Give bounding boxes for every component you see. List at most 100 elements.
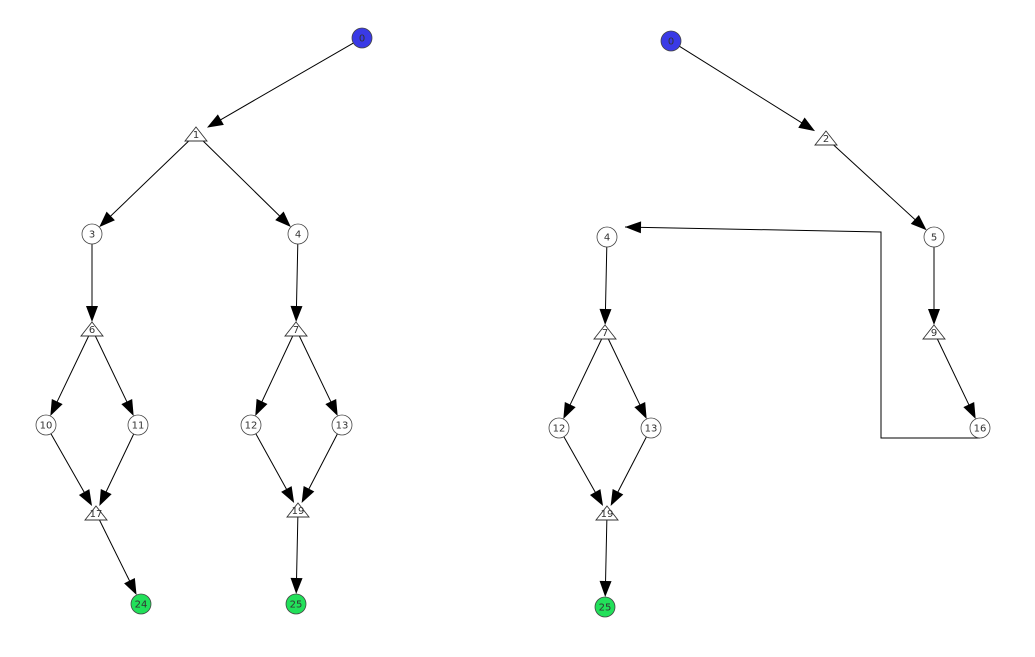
edge-left-19-to-25 bbox=[290, 516, 303, 595]
edge-line bbox=[295, 243, 299, 313]
arrowhead bbox=[86, 306, 98, 322]
node-left-1[interactable]: 1 bbox=[184, 126, 208, 142]
node-left-6[interactable]: 6 bbox=[80, 321, 104, 337]
node-circle bbox=[660, 30, 682, 52]
node-triangle bbox=[84, 505, 108, 521]
edge-right-5-to-9 bbox=[928, 247, 940, 325]
edge-left-7-to-13 bbox=[298, 335, 338, 416]
node-right-25[interactable]: 25 bbox=[594, 596, 616, 618]
arrowhead bbox=[275, 211, 291, 227]
node-label: 24 bbox=[135, 600, 148, 611]
node-label: 4 bbox=[295, 230, 301, 241]
arrowhead bbox=[625, 221, 642, 234]
node-label: 17 bbox=[90, 509, 103, 520]
node-right-16[interactable]: 16 bbox=[969, 417, 991, 439]
node-label: 0 bbox=[668, 37, 674, 48]
node-left-25[interactable]: 25 bbox=[285, 593, 307, 615]
node-label: 6 bbox=[89, 325, 95, 336]
arrowhead bbox=[563, 401, 576, 419]
arrowhead bbox=[99, 488, 112, 506]
node-right-12[interactable]: 12 bbox=[548, 417, 570, 439]
node-label: 4 bbox=[604, 233, 610, 244]
node-right-13[interactable]: 13 bbox=[640, 417, 662, 439]
edge-left-12-to-19 bbox=[255, 433, 295, 503]
edge-line bbox=[259, 335, 294, 408]
edge-line bbox=[305, 433, 338, 495]
node-label: 19 bbox=[601, 509, 614, 520]
node-left-3[interactable]: 3 bbox=[81, 223, 103, 245]
node-circle bbox=[548, 417, 570, 439]
arrowhead bbox=[798, 117, 815, 132]
node-left-7[interactable]: 7 bbox=[284, 321, 308, 337]
node-triangle bbox=[595, 505, 619, 521]
node-triangle bbox=[184, 126, 208, 142]
node-label: 1 bbox=[193, 130, 199, 141]
node-label: 25 bbox=[599, 603, 612, 614]
node-circle bbox=[923, 226, 945, 248]
node-left-4[interactable]: 4 bbox=[287, 223, 309, 245]
node-label: 12 bbox=[553, 424, 566, 435]
node-left-0[interactable]: 0 bbox=[351, 27, 373, 49]
node-right-5[interactable]: 5 bbox=[923, 226, 945, 248]
edge-right-7-to-13 bbox=[607, 338, 647, 419]
edge-line bbox=[298, 335, 334, 408]
node-triangle bbox=[593, 324, 617, 340]
arrowhead bbox=[610, 489, 624, 506]
node-label: 7 bbox=[602, 328, 608, 339]
node-label: 25 bbox=[290, 600, 303, 611]
node-label: 0 bbox=[359, 34, 365, 45]
edges-layer bbox=[50, 42, 980, 598]
node-label: 19 bbox=[292, 506, 305, 517]
edge-line bbox=[614, 436, 647, 498]
node-label: 9 bbox=[931, 328, 937, 339]
node-right-4[interactable]: 4 bbox=[596, 226, 618, 248]
node-label: 5 bbox=[931, 233, 937, 244]
node-circle bbox=[285, 593, 307, 615]
node-left-24[interactable]: 24 bbox=[130, 593, 152, 615]
edge-left-1-to-3 bbox=[99, 140, 190, 228]
node-circle bbox=[81, 223, 103, 245]
node-right-2[interactable]: 2 bbox=[814, 130, 838, 146]
edge-line bbox=[604, 519, 608, 588]
edge-left-6-to-10 bbox=[50, 335, 90, 416]
arrowhead bbox=[963, 401, 976, 419]
node-triangle bbox=[284, 321, 308, 337]
edge-line bbox=[936, 338, 972, 411]
edge-right-16-to-4 bbox=[624, 221, 980, 439]
node-right-19[interactable]: 19 bbox=[595, 505, 619, 521]
node-circle bbox=[240, 414, 262, 436]
node-left-10[interactable]: 10 bbox=[35, 414, 57, 436]
edge-right-19-to-25 bbox=[599, 519, 612, 598]
node-label: 12 bbox=[245, 421, 258, 432]
node-left-12[interactable]: 12 bbox=[240, 414, 262, 436]
arrowhead bbox=[928, 309, 940, 325]
edge-right-12-to-19 bbox=[563, 436, 604, 506]
edge-line bbox=[255, 433, 290, 495]
edge-line bbox=[215, 42, 354, 124]
node-left-17[interactable]: 17 bbox=[84, 505, 108, 521]
node-circle bbox=[351, 27, 373, 49]
edge-left-1-to-4 bbox=[202, 140, 291, 227]
arrowhead bbox=[589, 489, 604, 506]
edge-left-17-to-24 bbox=[99, 519, 137, 596]
edge-left-0-to-1 bbox=[207, 42, 354, 128]
node-label: 2 bbox=[823, 134, 829, 145]
arrowhead bbox=[325, 398, 338, 416]
node-right-9[interactable]: 9 bbox=[922, 324, 946, 340]
node-left-19[interactable]: 19 bbox=[286, 502, 310, 518]
edge-left-7-to-12 bbox=[255, 335, 294, 416]
edge-line bbox=[94, 335, 130, 408]
edge-left-3-to-6 bbox=[86, 244, 98, 322]
node-left-13[interactable]: 13 bbox=[331, 414, 353, 436]
arrowhead bbox=[599, 580, 612, 598]
node-circle bbox=[596, 226, 618, 248]
node-label: 16 bbox=[974, 424, 987, 435]
node-right-7[interactable]: 7 bbox=[593, 324, 617, 340]
node-right-0[interactable]: 0 bbox=[660, 30, 682, 52]
node-label: 11 bbox=[132, 421, 145, 432]
node-circle bbox=[640, 417, 662, 439]
edge-left-11-to-17 bbox=[99, 433, 135, 506]
node-left-11[interactable]: 11 bbox=[127, 414, 149, 436]
node-circle bbox=[35, 414, 57, 436]
